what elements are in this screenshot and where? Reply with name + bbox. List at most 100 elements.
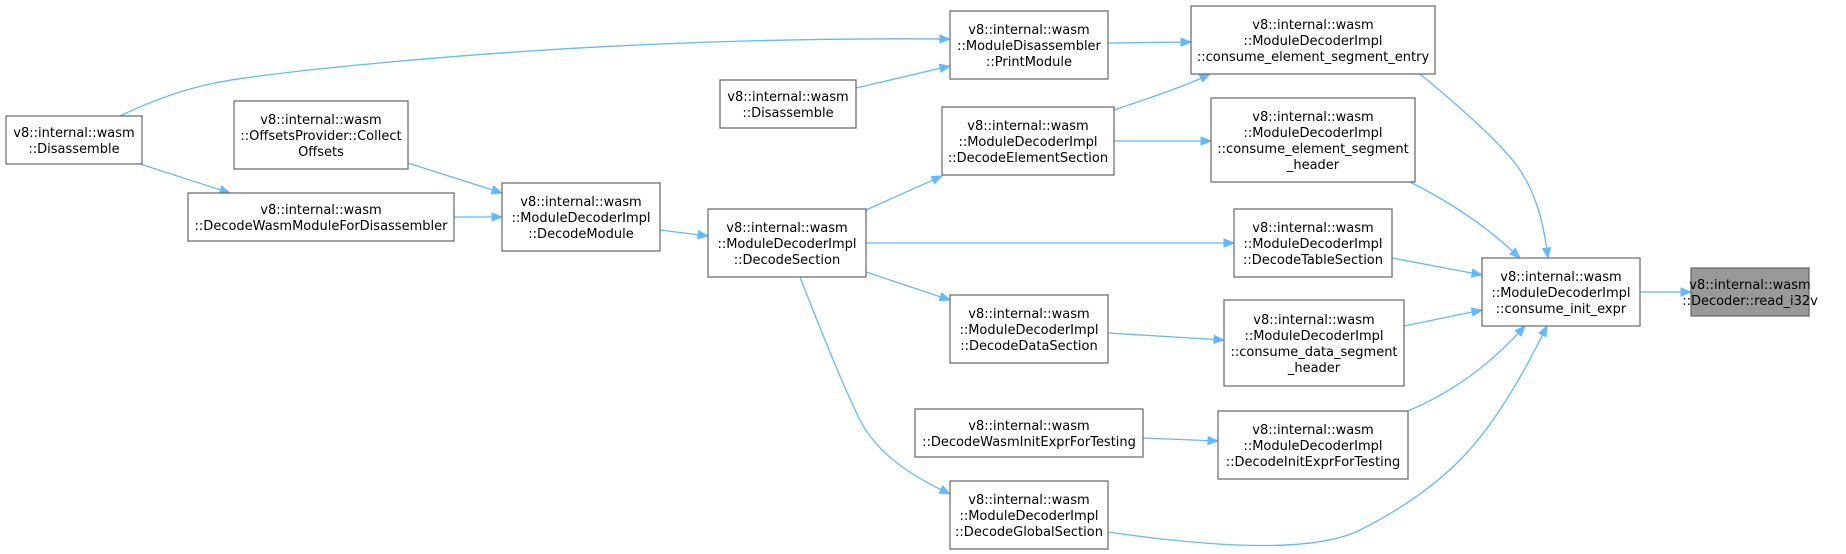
node-DecodeInitExprForTesting_impl[interactable]: v8::internal::wasm::ModuleDecoderImpl::D… [1217,410,1409,480]
edge-line [1107,332,1215,341]
node-label-line: ::DecodeSection [734,253,840,268]
edge-consume_init_expr-to-read_i32v [1640,287,1693,297]
arrowhead-icon [1180,37,1193,47]
node-label-line: ::ModuleDecoderImpl [511,211,650,226]
arrowhead-icon [930,175,944,185]
node-label-line: Offsets [298,145,344,160]
arrowhead-icon [1200,136,1213,146]
node-label-line: ::ModuleDecoderImpl [959,323,1098,338]
node-DecodeElementSection[interactable]: v8::internal::wasm::ModuleDecoderImpl::D… [941,106,1115,176]
node-label-line: _header [1286,158,1340,173]
edge-line [865,179,934,211]
edge-DecodeElementSection-to-consume_element_segment_header [1114,136,1213,146]
node-label-line: ::ModuleDecoderImpl [717,237,856,252]
arrowhead-icon [1198,73,1212,83]
node-label-line: ::DecodeModule [528,227,633,242]
node-label-line: v8::internal::wasm [727,90,848,105]
node-label-line: v8::internal::wasm [520,195,641,210]
node-Disassemble_left[interactable]: v8::internal::wasm::Disassemble [5,115,143,165]
node-read_i32v[interactable]: v8::internal::wasm::Decoder::read_i32v [1682,267,1818,317]
node-label-line: v8::internal::wasm [968,307,1089,322]
node-PrintModule[interactable]: v8::internal::wasm::ModuleDisassembler::… [949,10,1109,80]
arrowhead-icon [696,229,710,240]
node-label-line: ::OffsetsProvider::Collect [240,129,401,144]
node-label-line: ::ModuleDisassembler [957,39,1101,54]
node-consume_element_segment_header[interactable]: v8::internal::wasm::ModuleDecoderImpl::c… [1210,97,1416,183]
node-label-line: ::consume_data_segment [1230,345,1397,360]
node-Disassemble_mid[interactable]: v8::internal::wasm::Disassemble [719,79,857,129]
arrowhead-icon [1680,287,1693,297]
edge-line [1409,181,1514,252]
edge-line [855,67,941,89]
arrowhead-icon [491,212,504,222]
node-DecodeGlobalSection[interactable]: v8::internal::wasm::ModuleDecoderImpl::D… [949,480,1109,550]
node-label-line: ::ModuleDecoderImpl [1243,237,1382,252]
edge-DecodeWasmModuleForDisassembler-to-DecodeModule [454,212,504,222]
node-label-line: ::DecodeWasmModuleForDisassembler [195,219,449,234]
node-label-line: ::ModuleDecoderImpl [1244,329,1383,344]
node-label-line: ::consume_element_segment [1217,142,1408,157]
edge-line [119,38,941,117]
node-consume_element_segment_entry[interactable]: v8::internal::wasm::ModuleDecoderImpl::c… [1190,5,1436,75]
node-label-line: ::DecodeWasmInitExprForTesting [922,435,1136,450]
node-label-line: ::DecodeInitExprForTesting [1226,455,1400,470]
edge-line [1403,311,1473,327]
edge-line [1142,437,1209,442]
node-box [1690,267,1810,317]
node-label-line: v8::internal::wasm [968,493,1089,508]
node-box [1217,410,1409,480]
node-box [941,106,1115,176]
node-DecodeWasmInitExprForTesting[interactable]: v8::internal::wasm::DecodeWasmInitExprFo… [914,408,1144,458]
edge-DecodeSection-to-DecodeGlobalSection [799,276,952,495]
edge-DecodeGlobalSection-to-consume_init_expr [1107,324,1548,547]
edge-DecodeWasmInitExprForTesting-to-DecodeInitExprForTesting_impl [1142,435,1220,446]
node-DecodeTableSection[interactable]: v8::internal::wasm::ModuleDecoderImpl::D… [1233,208,1393,278]
node-consume_data_segment_header[interactable]: v8::internal::wasm::ModuleDecoderImpl::c… [1223,299,1405,387]
node-label-line: v8::internal::wasm [13,126,134,141]
node-DecodeSection[interactable]: v8::internal::wasm::ModuleDecoderImpl::D… [707,208,867,278]
node-label-line: v8::internal::wasm [1253,313,1374,328]
node-label-line: v8::internal::wasm [1689,278,1810,293]
node-label-line: v8::internal::wasm [1252,221,1373,236]
arrowhead-icon [938,485,952,495]
edge-OffsetsProvider_Collect-to-DecodeModule [407,162,504,195]
edge-line [1113,77,1202,111]
node-label-line: ::consume_init_expr [1496,302,1627,317]
arrowhead-icon [1213,334,1226,345]
node-box [1190,5,1436,75]
nodes-layer: v8::internal::wasm::Decoder::read_i32vv8… [5,5,1818,550]
node-box [233,100,409,170]
node-box [949,294,1109,364]
edge-line [659,229,699,236]
edge-DecodeModule-to-DecodeSection [659,229,710,240]
node-label-line: v8::internal::wasm [260,113,381,128]
edge-consume_element_segment_entry-to-consume_init_expr [1419,73,1552,260]
arrowhead-icon [1223,238,1236,248]
node-OffsetsProvider_Collect[interactable]: v8::internal::wasm::OffsetsProvider::Col… [233,100,409,170]
arrowhead-icon [1207,435,1220,446]
node-label-line: ::consume_element_segment_entry [1197,50,1430,65]
edge-line [1107,41,1182,44]
node-label-line: v8::internal::wasm [968,419,1089,434]
node-DecodeDataSection[interactable]: v8::internal::wasm::ModuleDecoderImpl::D… [949,294,1109,364]
arrowhead-icon [1470,307,1484,317]
node-label-line: ::Disassemble [742,106,833,121]
node-label-line: ::DecodeElementSection [948,151,1108,166]
node-label-line: ::DecodeGlobalSection [955,525,1103,540]
node-DecodeModule[interactable]: v8::internal::wasm::ModuleDecoderImpl::D… [501,182,661,252]
node-box [719,79,857,129]
edge-DecodeInitExprForTesting_impl-to-consume_init_expr [1407,325,1526,412]
edge-DecodeSection-to-DecodeTableSection [866,238,1236,248]
node-label-line: v8::internal::wasm [967,119,1088,134]
edge-line [799,276,942,491]
node-box [5,115,143,165]
arrowhead-icon [1514,325,1526,337]
arrowhead-icon [1538,324,1548,338]
node-label-line: ::ModuleDecoderImpl [1243,34,1382,49]
node-label-line: v8::internal::wasm [1252,423,1373,438]
node-label-line: ::ModuleDecoderImpl [1243,126,1382,141]
edge-line [1419,73,1548,249]
node-DecodeWasmModuleForDisassembler[interactable]: v8::internal::wasm::DecodeWasmModuleForD… [187,192,455,242]
node-consume_init_expr[interactable]: v8::internal::wasm::ModuleDecoderImpl::c… [1481,257,1641,327]
